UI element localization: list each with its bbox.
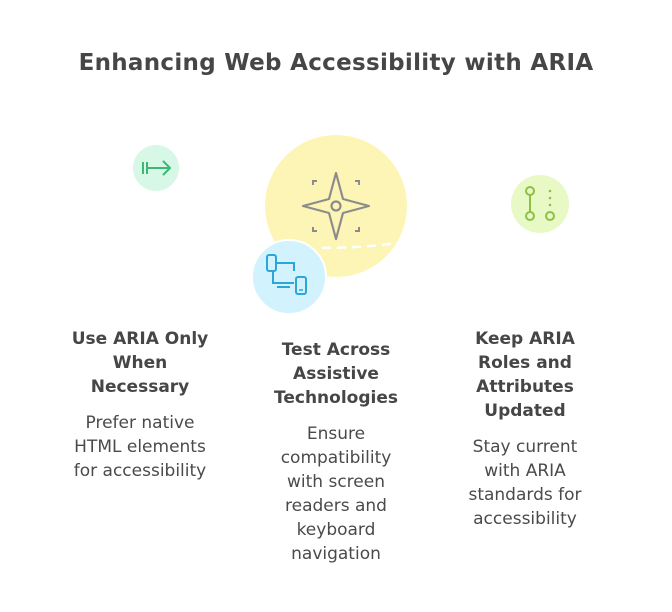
item-1-description-line: Prefer native	[85, 413, 195, 433]
item-3-heading-line: Keep ARIA	[475, 329, 575, 349]
item-2-description-line: compatibility	[280, 448, 392, 468]
item-2-heading-line: Technologies	[274, 388, 398, 408]
item-2: Test Across Assistive Technologies Ensur…	[241, 338, 431, 566]
item-3-icon-circle	[511, 175, 569, 233]
item-2-heading-line: Test Across	[281, 340, 391, 360]
item-1-description: Prefer native HTML elements for accessib…	[45, 411, 235, 483]
item-2-description-line: keyboard	[296, 520, 376, 540]
arrow-right-to-line-icon	[142, 160, 171, 176]
item-1-heading-line: Necessary	[90, 377, 190, 397]
item-1-heading-line: When	[112, 353, 168, 373]
item-2-icon-circle	[251, 239, 327, 315]
item-3-description: Stay current with ARIA standards for acc…	[430, 435, 620, 531]
item-3-heading-line: Attributes	[476, 377, 574, 397]
item-1-description-line: HTML elements	[74, 437, 206, 457]
item-3: Keep ARIA Roles and Attributes Updated S…	[430, 327, 620, 531]
item-1-heading-line: Use ARIA Only	[71, 329, 209, 349]
item-1-heading: Use ARIA Only When Necessary	[45, 327, 235, 399]
compass-star-icon	[301, 171, 371, 241]
item-1: Use ARIA Only When Necessary Prefer nati…	[45, 327, 235, 483]
item-3-description-line: standards for	[468, 485, 582, 505]
item-2-description-line: navigation	[291, 544, 381, 564]
item-2-description-line: Ensure	[306, 424, 366, 444]
item-2-heading: Test Across Assistive Technologies	[241, 338, 431, 410]
item-3-description-line: accessibility	[473, 509, 577, 529]
diagram-title: Enhancing Web Accessibility with ARIA	[78, 50, 594, 76]
item-3-description-line: Stay current	[472, 437, 578, 457]
item-3-heading-line: Roles and	[478, 353, 572, 373]
item-2-description-line: readers and	[285, 496, 387, 516]
devices-icon	[266, 254, 307, 295]
item-1-description-line: for accessibility	[73, 461, 207, 481]
item-2-heading-line: Assistive	[293, 364, 379, 384]
item-3-description-line: with ARIA	[484, 461, 566, 481]
item-3-heading-line: Updated	[484, 401, 566, 421]
item-3-heading: Keep ARIA Roles and Attributes Updated	[430, 327, 620, 423]
item-2-description-line: with screen	[287, 472, 385, 492]
item-2-description: Ensure compatibility with screen readers…	[241, 422, 431, 566]
git-branch-nodes-icon	[525, 186, 555, 221]
dashed-divider	[321, 241, 399, 250]
